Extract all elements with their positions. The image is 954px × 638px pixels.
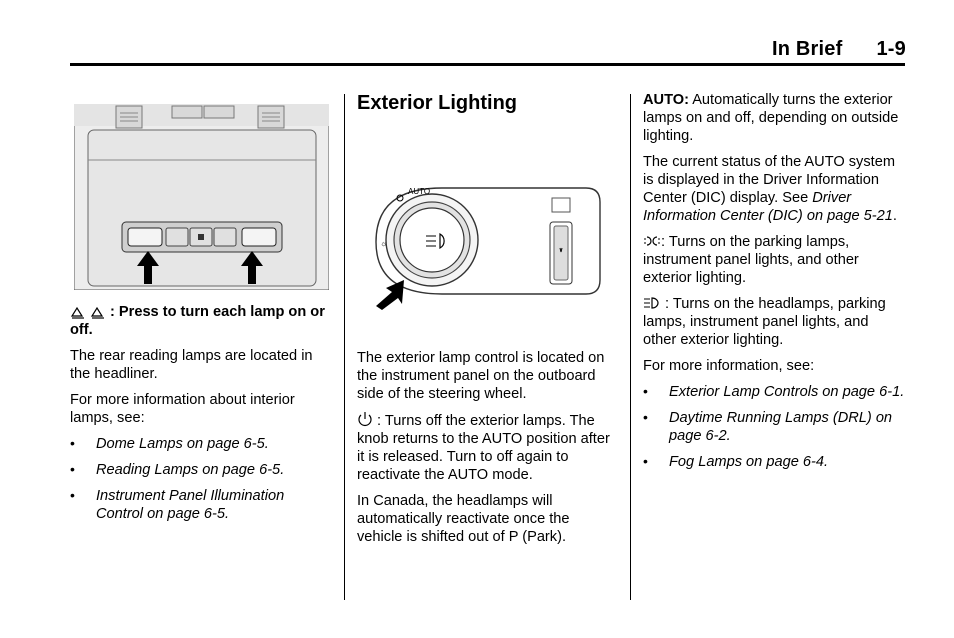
dome-lamps-link[interactable]: Dome Lamps on page 6-5 <box>96 436 265 452</box>
svg-text:☼: ☼ <box>380 239 387 248</box>
left-column: : Press to turn each lamp on or off. The… <box>70 303 332 531</box>
list-item: •Daytime Running Lamps (DRL) on page 6-2… <box>643 409 893 444</box>
parking-lamps-icon <box>643 234 661 248</box>
more-info-text: For more information, see: <box>643 358 815 374</box>
overhead-console-illustration <box>74 104 329 290</box>
auto-status-text: The current status of the AUTO system is… <box>643 154 897 224</box>
dial-auto-label: AUTO <box>408 187 430 196</box>
exterior-lamp-controls-link[interactable]: Exterior Lamp Controls on page 6-1 <box>669 384 901 400</box>
ip-illumination-link[interactable]: Instrument Panel Illumination Control on… <box>96 488 285 522</box>
auto-description: AUTO: Automatically turns the exterior l… <box>643 92 899 144</box>
exterior-lamp-control-illustration: AUTO ☼ <box>372 176 604 310</box>
rear-reading-lamps-text: The rear reading lamps are located in th… <box>70 348 313 382</box>
list-item: •Exterior Lamp Controls on page 6-1. <box>643 383 905 400</box>
list-item: •Fog Lamps on page 6-4. <box>643 453 829 470</box>
header-rule <box>70 63 905 66</box>
canada-text: In Canada, the headlamps will automatica… <box>357 493 570 545</box>
page-number: 1-9 <box>876 38 906 60</box>
reading-lamp-icon <box>70 304 110 320</box>
column-divider-1 <box>344 94 345 600</box>
section-title: In Brief <box>771 38 843 60</box>
list-item: •Reading Lamps on page 6-5. <box>70 461 285 478</box>
list-item: •Instrument Panel Illumination Control o… <box>70 487 285 522</box>
middle-column-text: The exterior lamp control is located on … <box>357 349 619 554</box>
middle-column: Exterior Lighting <box>357 92 619 114</box>
right-column: AUTO: Automatically turns the exterior l… <box>643 91 905 479</box>
headlamps-description: : Turns on the headlamps, parking lamps,… <box>643 296 886 348</box>
list-item: •Dome Lamps on page 6-5. <box>70 435 269 452</box>
power-off-icon <box>357 411 373 427</box>
drl-link[interactable]: Daytime Running Lamps (DRL) on page 6-2 <box>669 410 893 444</box>
page-header: In Brief 1-9 <box>772 38 906 61</box>
more-info-text: For more information about interior lamp… <box>70 392 295 426</box>
dic-link[interactable]: Driver Information Center (DIC) on page … <box>643 190 893 224</box>
parking-lamps-description: : Turns on the parking lamps, instrument… <box>643 234 859 286</box>
off-description: : Turns off the exterior lamps. The knob… <box>357 411 610 483</box>
lamp-control-location-text: The exterior lamp control is located on … <box>357 350 605 402</box>
fog-lamps-link[interactable]: Fog Lamps on page 6-4 <box>669 454 824 470</box>
column-divider-2 <box>630 94 631 600</box>
reading-lamps-link[interactable]: Reading Lamps on page 6-5 <box>96 462 281 478</box>
lamp-button-description: : Press to turn each lamp on or off. <box>70 304 325 338</box>
headlamp-icon <box>643 296 661 310</box>
section-heading: Exterior Lighting <box>357 92 517 114</box>
